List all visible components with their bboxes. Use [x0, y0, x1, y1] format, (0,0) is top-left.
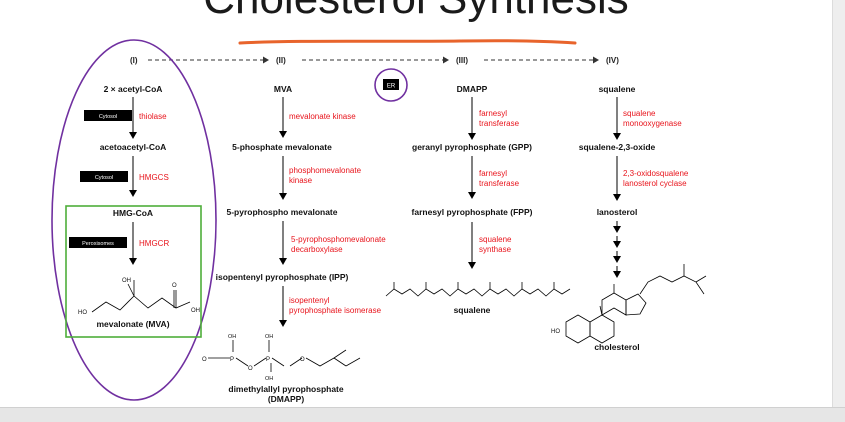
- mev-o: O: [172, 283, 177, 289]
- col4-enz1b: monooxygenase: [623, 119, 682, 128]
- col4-m2: squalene-2,3-oxide: [579, 142, 656, 152]
- mevalonate-structure: [91, 280, 191, 313]
- stage-label-i: (I): [130, 56, 138, 65]
- mev-oh: OH: [191, 308, 200, 314]
- column-1: 2 × acetyl-CoA Cytosol thiolase acetoace…: [69, 84, 200, 329]
- mev-oh-top: OH: [122, 278, 131, 284]
- dmapp-o2: O: [248, 366, 253, 372]
- col4-product: cholesterol: [594, 342, 639, 352]
- col2-enz3b: decarboxylase: [291, 245, 343, 254]
- er-badge: [383, 79, 399, 90]
- col2-enz2b: kinase: [289, 176, 313, 185]
- col3-m1: DMAPP: [457, 84, 488, 94]
- stage-label-iii: (III): [456, 56, 468, 65]
- dmapp-oh3: OH: [265, 376, 273, 382]
- col2-enz4a: isopentenyl: [289, 296, 330, 305]
- col1-start: 2 × acetyl-CoA: [104, 84, 163, 94]
- col2-m1: MVA: [274, 84, 292, 94]
- col3-enz1a: farnesyl: [479, 109, 507, 118]
- col3-enz1b: transferase: [479, 119, 520, 128]
- column-4: squalene squalene monooxygenase squalene…: [551, 84, 707, 352]
- slide-title: Cholesterol Synthesis: [0, 0, 832, 24]
- col1-product: mevalonate (MVA): [96, 319, 169, 329]
- dmapp-p2: P: [266, 357, 270, 363]
- cholesterol-structure: [565, 264, 707, 344]
- col3-product: squalene: [454, 305, 491, 315]
- dmapp-oh1: OH: [228, 334, 236, 340]
- purple-circle-er: [374, 68, 408, 102]
- col2-enz2a: phosphomevalonate: [289, 166, 362, 175]
- col4-m3: lanosterol: [597, 207, 638, 217]
- col3-enz2b: transferase: [479, 179, 520, 188]
- column-3: DMAPP farnesyl transferase geranyl pyrop…: [385, 84, 571, 315]
- stage-label-ii: (II): [276, 56, 286, 65]
- col3-m2: geranyl pyrophosphate (GPP): [412, 142, 532, 152]
- col2-enz3a: 5-pyrophosphomevalonate: [291, 235, 386, 244]
- col1-enz2: HMGCS: [139, 173, 169, 182]
- column-2: MVA mevalonate kinase 5-phosphate mevalo…: [202, 84, 386, 404]
- col1-loc3: Peroxisomes: [82, 241, 114, 247]
- slide: Cholesterol Synthesis (I) (II) (III) (IV…: [0, 0, 832, 404]
- col2-m3: 5-pyrophospho mevalonate: [227, 207, 338, 217]
- col2-product-b: (DMAPP): [268, 394, 305, 404]
- col1-enz1: thiolase: [139, 112, 167, 121]
- col1-loc1: Cytosol: [99, 114, 117, 120]
- col2-m2: 5-phosphate mevalonate: [232, 142, 332, 152]
- purple-ellipse-col1: [51, 39, 217, 401]
- pathway-diagram: (I) (II) (III) (IV) ER 2 × acetyl-CoA Cy…: [51, 39, 707, 404]
- col3-enz3a: squalene: [479, 235, 512, 244]
- col4-enz1a: squalene: [623, 109, 656, 118]
- dmapp-structure: [208, 340, 361, 372]
- stage-label-iv: (IV): [606, 56, 619, 65]
- right-scroll-edge[interactable]: [832, 0, 845, 407]
- col2-product-a: dimethylallyl pyrophosphate: [228, 384, 344, 394]
- dmapp-oh2: OH: [265, 334, 273, 340]
- col1-m3: HMG-CoA: [113, 208, 153, 218]
- bottom-status-bar: [0, 407, 845, 422]
- col3-enz3b: synthase: [479, 245, 512, 254]
- col2-enz4b: pyrophosphate isomerase: [289, 306, 382, 315]
- dmapp-o3: O: [300, 357, 305, 363]
- col1-loc2: Cytosol: [95, 175, 113, 181]
- dmapp-o1: O: [202, 357, 207, 363]
- col1-enz3: HMGCR: [139, 239, 169, 248]
- col2-m4: isopentenyl pyrophosphate (IPP): [216, 272, 349, 282]
- title-underline: [238, 39, 577, 45]
- col3-m3: farnesyl pyrophosphate (FPP): [412, 207, 533, 217]
- squalene-structure: [385, 288, 571, 297]
- col4-enz2b: lanosterol cyclase: [623, 179, 687, 188]
- mev-ho: HO: [78, 310, 87, 316]
- dmapp-p1: P: [230, 357, 234, 363]
- col4-m1: squalene: [599, 84, 636, 94]
- col1-m2: acetoacetyl-CoA: [100, 142, 167, 152]
- chol-ho: HO: [551, 329, 560, 335]
- col2-enz1: mevalonate kinase: [289, 112, 356, 121]
- col3-enz2a: farnesyl: [479, 169, 507, 178]
- col4-enz2a: 2,3-oxidosqualene: [623, 169, 689, 178]
- green-box: [65, 205, 202, 338]
- er-badge-text: ER: [387, 84, 396, 90]
